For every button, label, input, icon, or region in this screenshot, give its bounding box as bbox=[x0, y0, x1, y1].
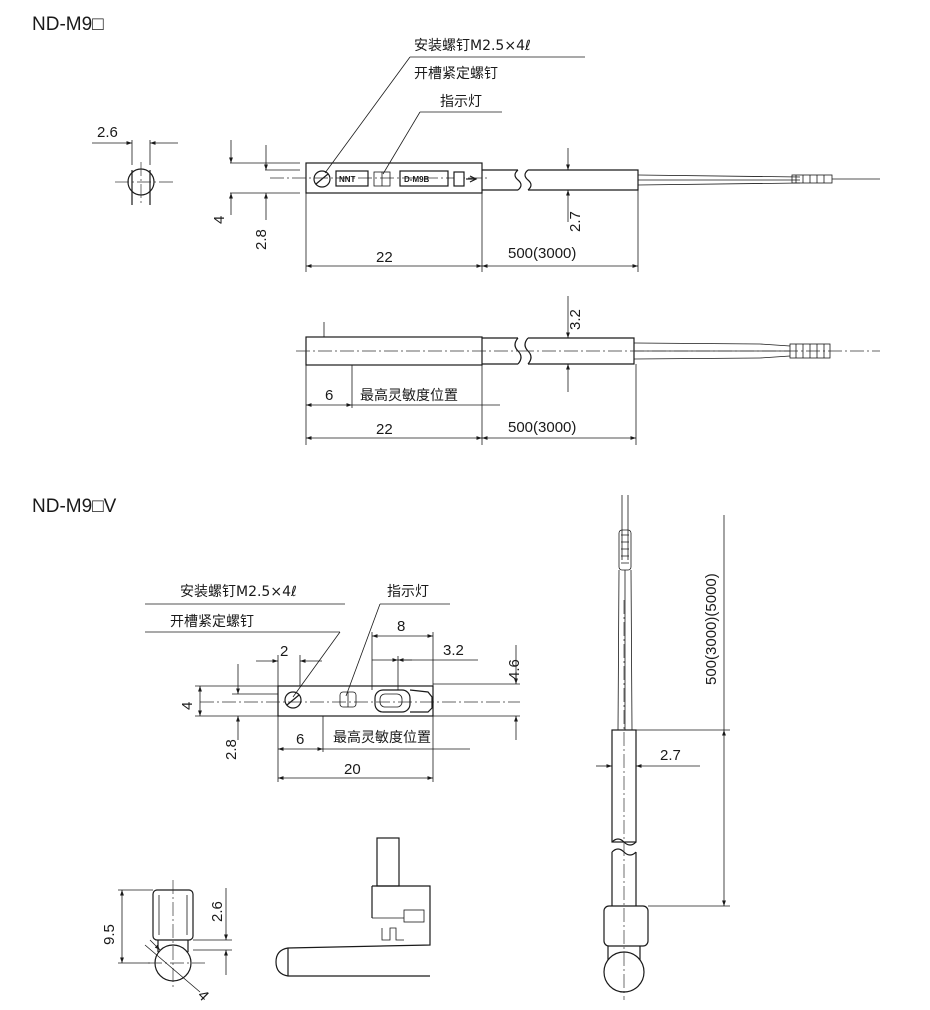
section1-top-dims: 4 2.8 22 500(3000) 2.7 bbox=[211, 140, 639, 272]
dim-22: 22 bbox=[376, 249, 393, 266]
v-dim-3-2: 3.2 bbox=[443, 642, 464, 659]
section1-top-view: NNT D-M9B bbox=[270, 162, 880, 194]
dim-500: 500(3000) bbox=[508, 245, 576, 262]
dim-3-2: 3.2 bbox=[567, 309, 584, 330]
section2-top-view: 4 2.8 2 8 3.2 4.6 6 最高灵敏度位置 20 bbox=[179, 618, 523, 782]
v-sensitive-label: 最高灵敏度位置 bbox=[333, 729, 431, 746]
section2-vertical-cable: 500(3000)(5000) 2.7 bbox=[596, 495, 730, 1000]
v-dim-2-6: 2.6 bbox=[209, 901, 226, 922]
v-dim-2-8: 2.8 bbox=[223, 739, 240, 760]
dim-6: 6 bbox=[325, 387, 333, 404]
v-dim-8: 8 bbox=[397, 618, 405, 635]
v-dim-2-7: 2.7 bbox=[660, 747, 681, 764]
dim-2-8: 2.8 bbox=[253, 229, 270, 250]
screw-label-2: 开槽紧定螺钉 bbox=[414, 66, 498, 82]
v-dim-9-5: 9.5 bbox=[101, 924, 118, 945]
brand-mark: NNT bbox=[339, 175, 356, 184]
model-mark: D-M9B bbox=[404, 175, 430, 184]
section1-title: ND-M9□ bbox=[32, 14, 104, 35]
section1-end-view: 2.6 bbox=[92, 124, 178, 205]
dim-22b: 22 bbox=[376, 421, 393, 438]
v-dim-6: 6 bbox=[296, 731, 304, 748]
section1-side-view: 3.2 6 最高灵敏度位置 22 500(3000) bbox=[296, 296, 880, 445]
v-screw-label-2: 开槽紧定螺钉 bbox=[170, 614, 254, 630]
v-screw-label-1: 安装螺钉M2.5×4ℓ bbox=[180, 584, 297, 600]
v-dim-cable: 500(3000)(5000) bbox=[703, 573, 720, 685]
sensitive-label: 最高灵敏度位置 bbox=[360, 387, 458, 404]
v-indicator-label: 指示灯 bbox=[387, 584, 429, 600]
indicator-label: 指示灯 bbox=[440, 94, 482, 110]
screw-label-1: 安装螺钉M2.5×4ℓ bbox=[414, 38, 531, 54]
dim-4: 4 bbox=[211, 216, 228, 224]
dim-2-7: 2.7 bbox=[567, 211, 584, 232]
v-dim-2: 2 bbox=[280, 643, 288, 660]
section2-title: ND-M9□V bbox=[32, 496, 117, 517]
section2-callouts: 安装螺钉M2.5×4ℓ 开槽紧定螺钉 指示灯 bbox=[145, 584, 450, 698]
section2-end-view: 9.5 2.6 4 bbox=[101, 880, 232, 1005]
dim-500b: 500(3000) bbox=[508, 419, 576, 436]
dim-2-6: 2.6 bbox=[97, 124, 118, 141]
v-dim-4: 4 bbox=[179, 702, 196, 710]
section1-callouts: 安装螺钉M2.5×4ℓ 开槽紧定螺钉 指示灯 bbox=[324, 38, 585, 175]
v-dim-4-6: 4.6 bbox=[506, 659, 523, 680]
section2-side-profile bbox=[275, 837, 431, 977]
v-dim-20: 20 bbox=[344, 761, 361, 778]
